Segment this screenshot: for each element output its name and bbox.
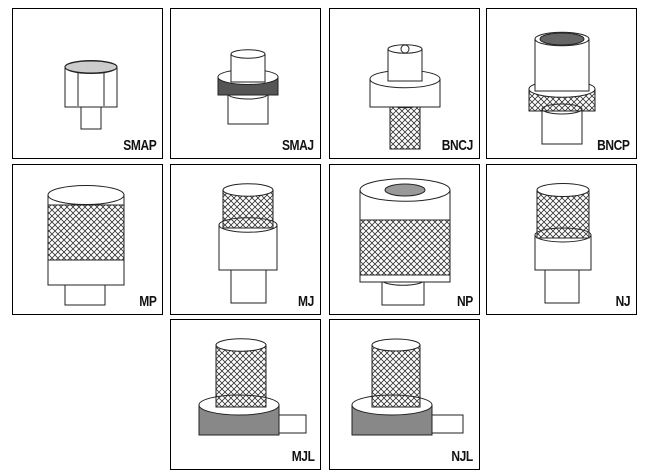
connector-label: NJ <box>615 293 630 310</box>
njl-connector-icon <box>351 338 464 436</box>
connector-cell-bncp: BNCP <box>486 8 637 159</box>
connector-cell-mp: MP <box>12 164 163 315</box>
connector-label: NJL <box>451 448 474 465</box>
connector-cell-nj: NJ <box>486 164 637 315</box>
connector-label: BNCJ <box>441 137 473 154</box>
nj-connector-icon <box>534 183 592 304</box>
connector-label: SMAJ <box>282 137 314 154</box>
mj-connector-icon <box>218 183 278 304</box>
smaj-connector-icon <box>217 49 279 125</box>
connector-cell-bncj: BNCJ <box>329 8 480 159</box>
connector-cell-np: NP <box>329 164 480 315</box>
mjl-connector-icon <box>198 338 307 436</box>
connector-cell-smaj: SMAJ <box>170 8 321 159</box>
connector-cell-smap: SMAP <box>12 8 163 159</box>
connector-label: MJL <box>291 448 314 465</box>
connector-cell-mj: MJ <box>170 164 321 315</box>
np-connector-icon <box>359 178 451 306</box>
connector-label: SMAP <box>122 137 156 154</box>
bncp-connector-icon <box>528 31 596 145</box>
smap-connector-icon <box>64 60 118 130</box>
connector-cell-njl: NJL <box>329 319 480 470</box>
connector-cell-mjl: MJL <box>170 319 321 470</box>
connector-label: MP <box>138 293 157 310</box>
mp-connector-icon <box>47 185 125 306</box>
connector-label: NP <box>457 293 473 310</box>
connector-label: MJ <box>298 293 314 310</box>
connector-label: BNCP <box>597 137 631 154</box>
bncj-connector-icon <box>369 44 441 150</box>
